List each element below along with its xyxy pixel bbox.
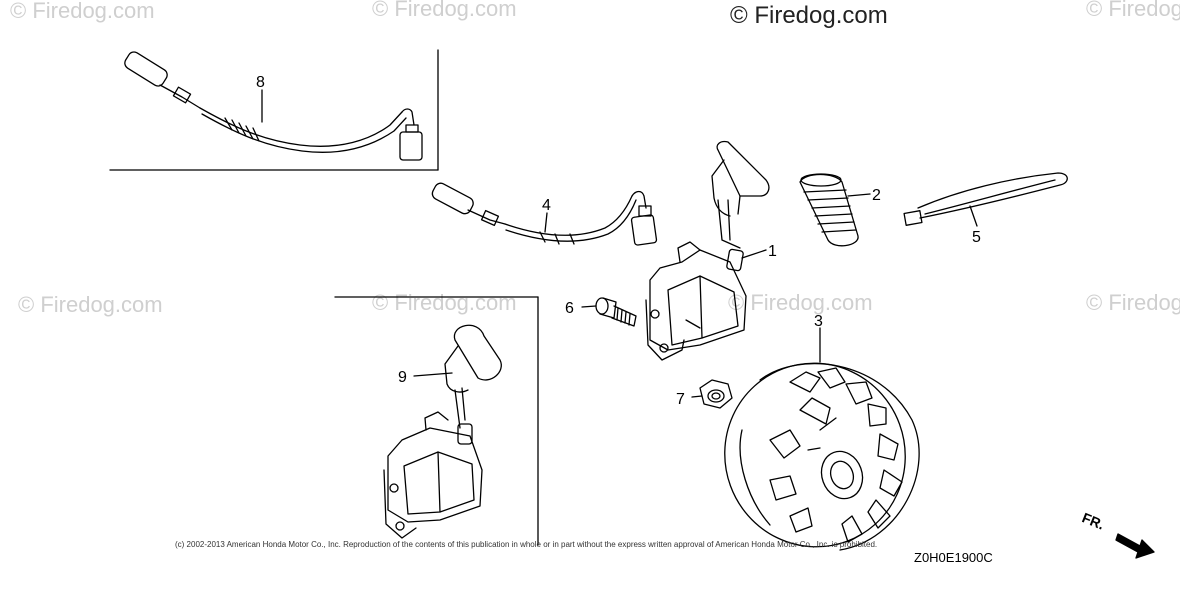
leader-line-2 (847, 193, 871, 197)
part-8-ignition-wire[interactable] (123, 50, 423, 161)
callout-5: 5 (972, 229, 981, 246)
part-1-ignition-coil[interactable] (645, 140, 770, 361)
watermark-faint: © Firedog.com (1086, 290, 1180, 315)
part-2-boot[interactable] (799, 173, 859, 247)
watermark-faint: © Firedog.com (10, 0, 155, 23)
leader-line-6 (581, 305, 597, 308)
watermark-faint: © Firedog.com (1086, 0, 1180, 21)
part-4-ignition-wire[interactable] (430, 181, 658, 246)
part-6-bolt[interactable] (595, 297, 637, 327)
watermark-faint: © Firedog.com (372, 290, 517, 315)
watermark-primary: © Firedog.com (730, 2, 888, 29)
leader-line-4 (544, 212, 548, 233)
diagram-code: Z0H0E1900C (914, 550, 993, 565)
part-7-nut[interactable] (699, 379, 733, 409)
callout-9: 9 (398, 369, 407, 386)
watermark-faint: © Firedog.com (728, 290, 873, 315)
part-5-cable-tie[interactable] (903, 172, 1068, 226)
part-9-ignition-coil[interactable] (383, 324, 502, 539)
leader-line-1 (741, 249, 767, 259)
callout-7: 7 (676, 391, 685, 408)
callout-8: 8 (256, 74, 265, 91)
callout-4: 4 (542, 197, 551, 214)
fr-arrow-icon (1115, 533, 1155, 559)
leader-line-5 (969, 205, 978, 227)
callout-6: 6 (565, 300, 574, 317)
watermark-faint: © Firedog.com (372, 0, 517, 21)
callout-3: 3 (814, 313, 823, 330)
copyright-notice: (c) 2002-2013 American Honda Motor Co., … (175, 540, 878, 549)
callout-1: 1 (768, 243, 777, 260)
callout-2: 2 (872, 187, 881, 204)
part-3-flywheel[interactable] (699, 338, 931, 572)
watermark-faint: © Firedog.com (18, 292, 163, 317)
leader-line-7 (691, 395, 703, 398)
leader-line-9 (413, 372, 453, 377)
